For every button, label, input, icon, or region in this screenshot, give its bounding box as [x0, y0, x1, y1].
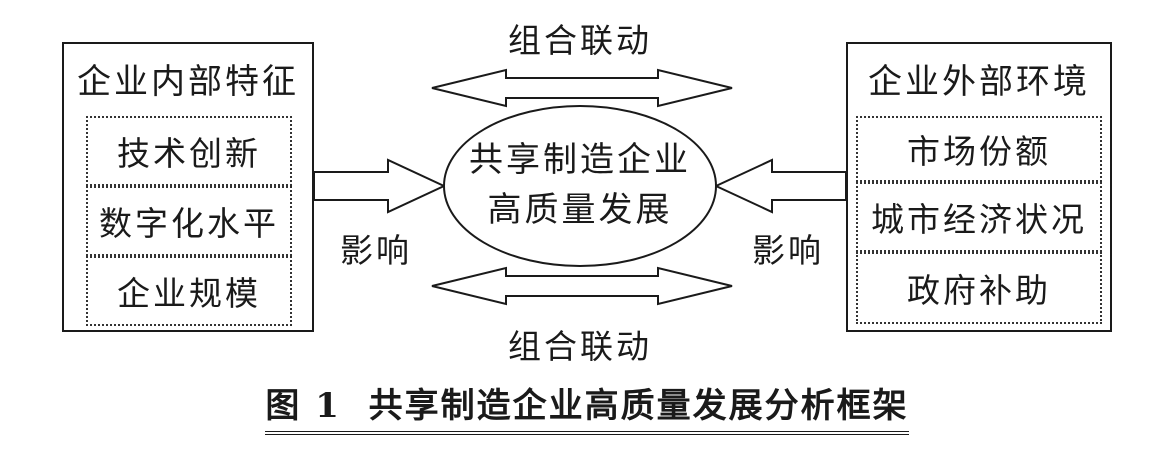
- external-item-city-economy: 城市经济状况: [856, 182, 1102, 252]
- figure-caption: 图 1 共享制造企业高质量发展分析框架: [0, 378, 1174, 435]
- left-arrow-label: 影响: [340, 231, 412, 270]
- external-item-government-subsidy: 政府补助: [856, 252, 1102, 324]
- external-environment-title: 企业外部环境: [868, 62, 1090, 102]
- internal-item-digital-level: 数字化水平: [86, 186, 292, 256]
- external-item-market-share: 市场份额: [856, 116, 1102, 182]
- external-environment-box: [846, 42, 1112, 332]
- figure-number: 图 1: [265, 386, 341, 426]
- internal-item-tech-innovation: 技术创新: [86, 116, 292, 186]
- right-arrow-label: 影响: [752, 231, 824, 270]
- internal-item-firm-size: 企业规模: [86, 256, 292, 326]
- top-double-arrow: [431, 68, 733, 108]
- left-influence-arrow: [313, 158, 447, 214]
- bottom-double-arrow: [431, 266, 733, 306]
- top-arrow-label: 组合联动: [508, 21, 652, 60]
- center-line-2: 高质量发展: [487, 190, 673, 230]
- internal-features-title: 企业内部特征: [77, 62, 299, 102]
- right-influence-arrow: [713, 158, 847, 214]
- bottom-arrow-label: 组合联动: [508, 327, 652, 366]
- center-line-1: 共享制造企业: [469, 140, 691, 180]
- figure-title: 共享制造企业高质量发展分析框架: [368, 386, 909, 426]
- internal-features-box: [62, 42, 314, 332]
- center-ellipse: [443, 105, 717, 267]
